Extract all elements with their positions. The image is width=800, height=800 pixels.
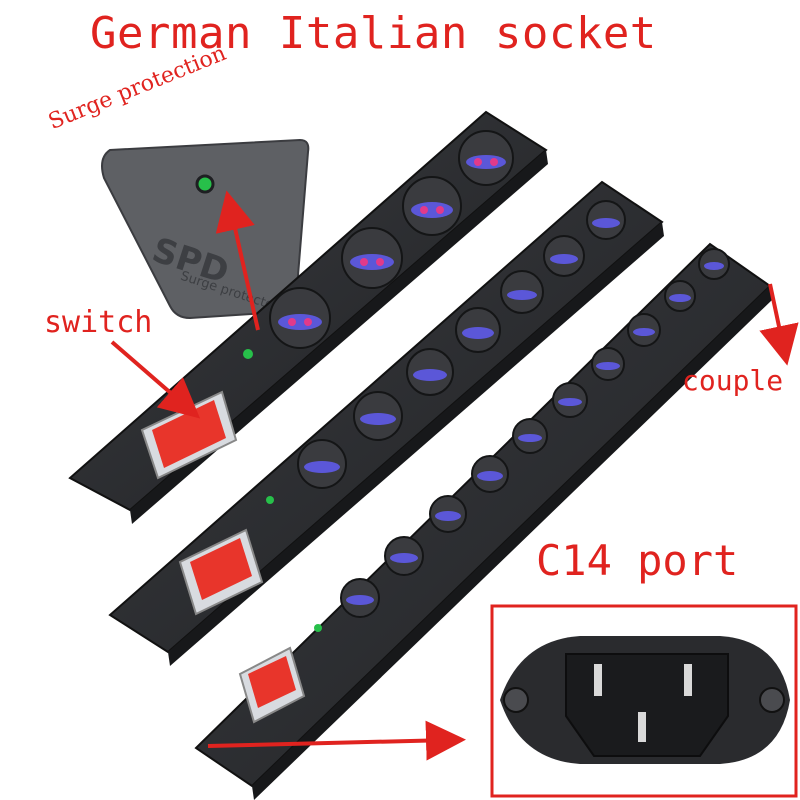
arrow-to-switch xyxy=(110,340,201,419)
pin-icon xyxy=(684,664,692,696)
strip-top xyxy=(68,110,548,524)
page-title: German Italian socket xyxy=(90,8,657,59)
switch-bottom xyxy=(238,646,306,724)
sockets-middle xyxy=(297,200,626,489)
c14-port-label: C14 port xyxy=(536,536,739,585)
arrow-to-module xyxy=(215,190,260,331)
sockets-top xyxy=(269,130,514,349)
switch-label: switch xyxy=(44,305,153,340)
screw-icon xyxy=(759,687,785,713)
strip-bottom xyxy=(194,242,772,800)
indicator-light-icon xyxy=(314,624,322,632)
arrow-to-couple xyxy=(759,283,799,366)
arrow-to-c14 xyxy=(207,720,466,761)
screw-icon xyxy=(503,687,529,713)
indicator-light-icon xyxy=(266,496,274,504)
c14-port-inset xyxy=(490,604,798,798)
switch-middle xyxy=(178,528,264,616)
annotation-arrows xyxy=(110,190,799,761)
indicator-light-icon xyxy=(195,174,215,194)
strip-middle xyxy=(108,180,664,666)
surge-protector-module: SPD Surge protector xyxy=(101,138,310,320)
indicator-light-icon xyxy=(243,349,253,359)
pin-icon xyxy=(594,664,602,696)
sockets-bottom xyxy=(340,248,730,618)
couple-label: couple xyxy=(682,364,784,397)
pin-icon xyxy=(638,712,646,742)
